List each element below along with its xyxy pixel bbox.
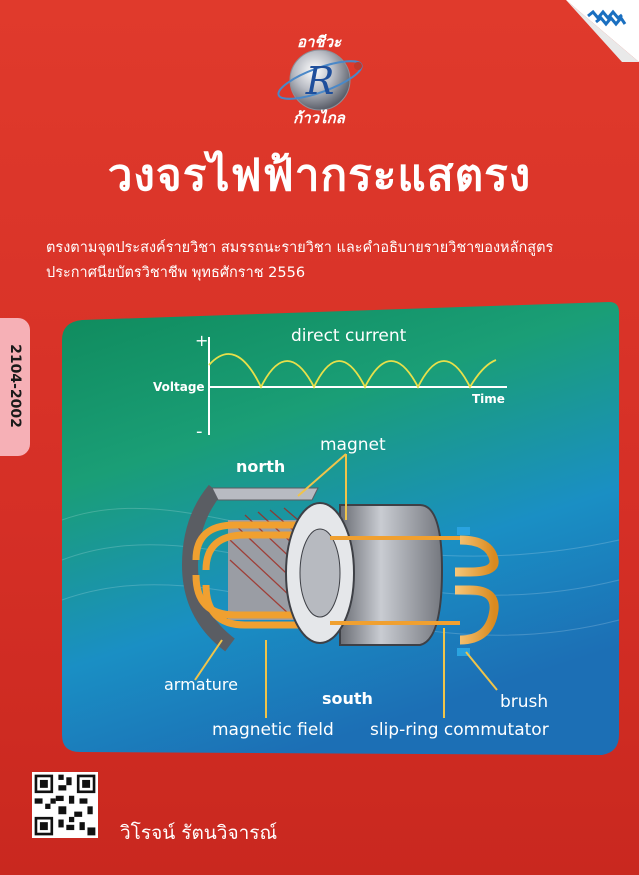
north-label: north [236,457,285,476]
brush-bottom [457,648,470,656]
slip-ring-label: slip-ring commutator [370,720,549,740]
brush-top [457,527,470,535]
publisher-logo-icon [566,0,639,62]
commutator-top [455,535,499,577]
commutator-bottom [455,585,499,645]
graph-y-label: Voltage [153,380,205,394]
armature-coil [192,521,310,629]
graph-x-label: Time [472,392,505,406]
logo-top-text: อาชีวะ [296,33,342,51]
graph-title: direct current [291,326,407,346]
north-magnet [181,484,235,652]
graph-minus: - [196,421,203,442]
graph-plus: + [195,331,208,350]
brush-label: brush [500,692,548,712]
armature-label: armature [164,675,238,694]
subtitle-line-2: ประกาศนียบัตรวิชาชีพ พุทธศักราช 2556 [46,265,306,281]
book-title: วงจรไฟฟ้ากระแสตรง [107,150,532,201]
author-name: วิโรจน์ รัตนวิจารณ์ [120,822,278,844]
logo-bottom-text: ก้าวไกล [293,109,345,127]
vocational-logo-icon: R [277,49,363,111]
course-code-tab [0,318,30,456]
dc-waveform [208,353,497,390]
magnetic-field-label: magnetic field [212,720,334,740]
south-label: south [322,689,373,708]
qr-code-icon [32,772,98,838]
logo-letter: R [305,59,335,103]
magnet-label: magnet [320,435,386,455]
subtitle-line-1: ตรงตามจุดประสงค์รายวิชา สมรรถนะรายวิชา แ… [46,240,554,256]
course-code: 2104-2002 [7,344,23,428]
